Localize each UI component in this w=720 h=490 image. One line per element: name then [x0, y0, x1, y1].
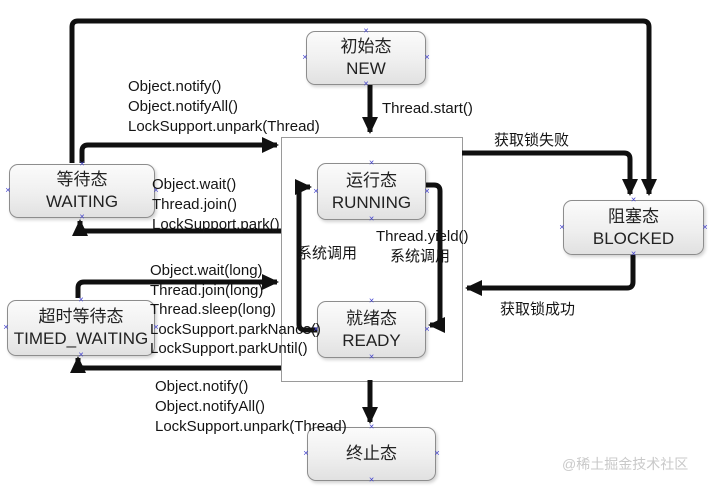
selection-handle-icon: ✕: [702, 224, 708, 231]
state-box-waiting: 等待态 WAITING ✕ ✕ ✕ ✕: [5, 161, 159, 221]
selection-handle-icon: ✕: [368, 216, 375, 223]
label-line: LockSupport.parkNanos(): [150, 320, 321, 338]
selection-handle-icon: ✕: [5, 187, 11, 195]
label-line: Object.wait(long): [150, 262, 263, 279]
selection-handle-icon: ✕: [363, 81, 369, 88]
label-line: Object.notifyAll(): [128, 98, 239, 115]
label-syscall-right: 系统调用: [390, 248, 451, 265]
arrow-blocked-to-runnable: [465, 253, 636, 296]
label-line: LockSupport.unpark(Thread): [128, 118, 320, 135]
selection-handle-icon: ✕: [368, 477, 375, 484]
state-label-zh: 阻塞态: [608, 206, 659, 226]
selection-handle-icon: ✕: [630, 197, 637, 204]
arrow-timedwaiting-to-runnable: [75, 274, 279, 298]
selection-handle-icon: ✕: [368, 160, 375, 167]
selection-handle-icon: ✕: [630, 251, 637, 258]
label-line: LockSupport.parkUntil(): [150, 340, 308, 358]
selection-handle-icon: ✕: [302, 54, 308, 62]
state-box-blocked: 阻塞态 BLOCKED ✕ ✕ ✕ ✕: [559, 197, 708, 258]
label-line: Thread.join(): [152, 196, 238, 213]
label-group-to-timed-waiting: Object.wait(long) Thread.join(long) Thre…: [150, 261, 321, 359]
selection-handle-icon: ✕: [424, 188, 430, 195]
selection-handle-icon: ✕: [424, 326, 430, 333]
label-group-to-waiting: Object.wait() Thread.join() LockSupport.…: [152, 175, 280, 235]
selection-handle-icon: ✕: [424, 54, 430, 62]
label-line: Thread.join(long): [150, 281, 264, 299]
arrow-waiting-to-blocked: [69, 18, 657, 196]
state-box-ready: 就绪态 READY ✕ ✕ ✕ ✕: [313, 298, 430, 361]
label-line: LockSupport.park(): [152, 216, 280, 233]
label-thread-yield: Thread.yield(): [376, 228, 469, 245]
state-label-zh: 初始态: [340, 37, 392, 56]
state-label-en: RUNNING: [331, 192, 412, 212]
watermark-juejin: @稀土掘金技术社区: [562, 456, 689, 472]
selection-handle-icon: ✕: [303, 450, 309, 458]
label-thread-start: Thread.start(): [382, 100, 473, 117]
selection-handle-icon: ✕: [559, 224, 565, 231]
label-acquire-lock-success: 获取锁成功: [500, 301, 576, 318]
state-label-zh: 等待态: [56, 170, 108, 189]
label-line: LockSupport.unpark(Thread): [155, 418, 347, 435]
label-group-waiting-wakeup: Object.notify() Object.notifyAll() LockS…: [128, 77, 320, 137]
selection-handle-icon: ✕: [368, 354, 375, 361]
state-label-en: WAITING: [45, 192, 119, 211]
label-line: Object.wait(): [152, 176, 237, 193]
selection-handle-icon: ✕: [78, 352, 84, 359]
state-label-zh: 超时等待态: [38, 307, 124, 326]
arrow-running-to-ready: [423, 182, 445, 333]
state-label-en: BLOCKED: [592, 228, 675, 248]
selection-handle-icon: ✕: [79, 214, 85, 221]
label-line: Object.notify(): [155, 378, 249, 395]
state-box-new: 初始态 NEW ✕ ✕ ✕ ✕: [302, 28, 430, 88]
state-label-en: TIMED_WAITING: [13, 329, 149, 348]
selection-handle-icon: ✕: [313, 326, 319, 333]
arrow-waiting-to-runnable: [79, 137, 279, 163]
label-line: Object.notify(): [128, 78, 222, 95]
state-box-running: 运行态 RUNNING ✕ ✕ ✕ ✕: [313, 160, 430, 223]
selection-handle-icon: ✕: [79, 161, 85, 168]
state-label-en: NEW: [346, 59, 386, 78]
arrow-runnable-to-timedwaiting: [70, 356, 281, 373]
label-line: Object.notifyAll(): [155, 398, 266, 415]
label-line: Thread.sleep(long): [150, 301, 276, 319]
arrow-runnable-to-blocked: [462, 150, 638, 196]
label-acquire-lock-fail: 获取锁失败: [494, 132, 570, 149]
arrow-runnable-to-waiting: [72, 219, 281, 236]
selection-handle-icon: ✕: [313, 188, 319, 195]
selection-handle-icon: ✕: [153, 187, 159, 195]
state-label-en: READY: [342, 330, 401, 350]
selection-handle-icon: ✕: [153, 324, 159, 332]
selection-handle-icon: ✕: [434, 450, 440, 458]
state-box-timed-waiting: 超时等待态 TIMED_WAITING ✕ ✕ ✕ ✕: [3, 297, 159, 359]
selection-handle-icon: ✕: [368, 298, 375, 305]
selection-handle-icon: ✕: [368, 424, 375, 431]
selection-handle-icon: ✕: [3, 324, 9, 332]
state-label-zh: 就绪态: [346, 308, 397, 328]
label-group-timed-wakeup: Object.notify() Object.notifyAll() LockS…: [155, 377, 347, 437]
state-label-zh: 终止态: [346, 444, 397, 463]
selection-handle-icon: ✕: [363, 28, 369, 35]
arrow-ready-to-running: [295, 179, 317, 333]
state-label-zh: 运行态: [346, 170, 397, 190]
selection-handle-icon: ✕: [78, 297, 84, 304]
state-box-terminated: 终止态 ✕ ✕ ✕ ✕: [303, 424, 440, 484]
label-syscall-left: 系统调用: [297, 245, 358, 262]
